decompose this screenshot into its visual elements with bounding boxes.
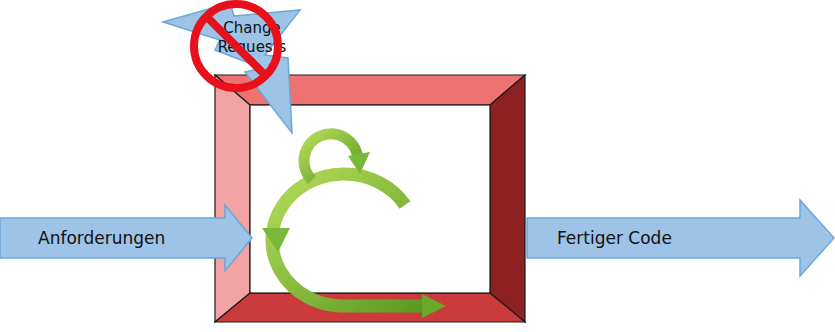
prohibition-ring xyxy=(194,4,278,88)
prohibition-sign xyxy=(194,4,278,88)
node-label: Anforderungen xyxy=(38,228,223,248)
frame-left xyxy=(215,75,250,322)
daily-arrowhead xyxy=(348,152,370,174)
input-arrow-shape xyxy=(0,205,252,271)
output-arrow: Fertiger Code xyxy=(527,200,835,276)
node-label: Fertiger Code xyxy=(557,228,797,248)
change-request-callout-shape xyxy=(163,3,300,133)
change-request-callout: Change Requests xyxy=(150,0,310,140)
output-arrow-shape xyxy=(527,200,834,276)
frame-right xyxy=(490,75,525,322)
prohibition-slash xyxy=(206,16,266,76)
sprint-loop xyxy=(272,174,425,306)
input-arrow: Anforderungen xyxy=(0,203,253,273)
sprint-arrowhead xyxy=(422,294,446,318)
sprint-arrowhead xyxy=(262,228,290,252)
sprint-cycle-symbol xyxy=(262,134,446,318)
